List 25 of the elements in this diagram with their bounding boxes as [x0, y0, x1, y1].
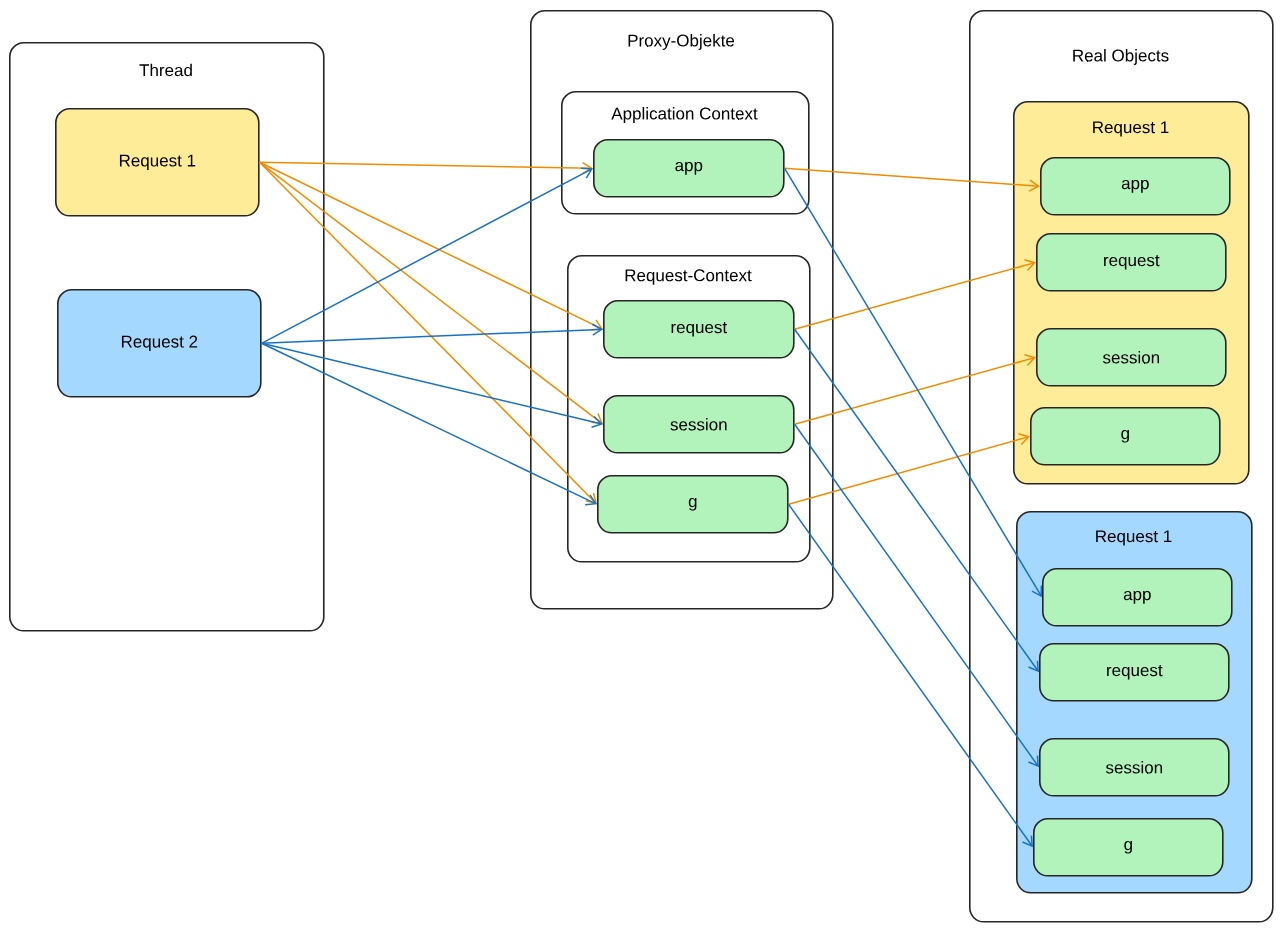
- request-box: Request 1: [55, 108, 260, 217]
- object-box: session: [1039, 738, 1230, 797]
- object-box: request: [603, 300, 795, 359]
- object-box: app: [593, 139, 785, 198]
- object-box: session: [1036, 328, 1227, 387]
- arrow: [783, 167, 1043, 598]
- object-box: g: [1033, 818, 1224, 877]
- arrow: [793, 328, 1039, 673]
- arrow: [787, 433, 1030, 506]
- arrow: [787, 503, 1033, 848]
- arrow: [783, 167, 1040, 192]
- arrow: [793, 259, 1036, 331]
- object-box: app: [1042, 568, 1233, 627]
- arrow: [260, 342, 597, 506]
- object-box: g: [1030, 407, 1221, 466]
- object-box: request: [1036, 233, 1227, 292]
- object-box: g: [597, 475, 789, 534]
- object-box: app: [1040, 157, 1231, 216]
- object-box: request: [1039, 643, 1230, 702]
- request-box: Request 2: [57, 289, 262, 398]
- arrow: [793, 354, 1036, 426]
- arrow: [793, 423, 1039, 768]
- arrow: [258, 161, 597, 505]
- object-box: session: [603, 395, 795, 454]
- arrow: [260, 323, 603, 345]
